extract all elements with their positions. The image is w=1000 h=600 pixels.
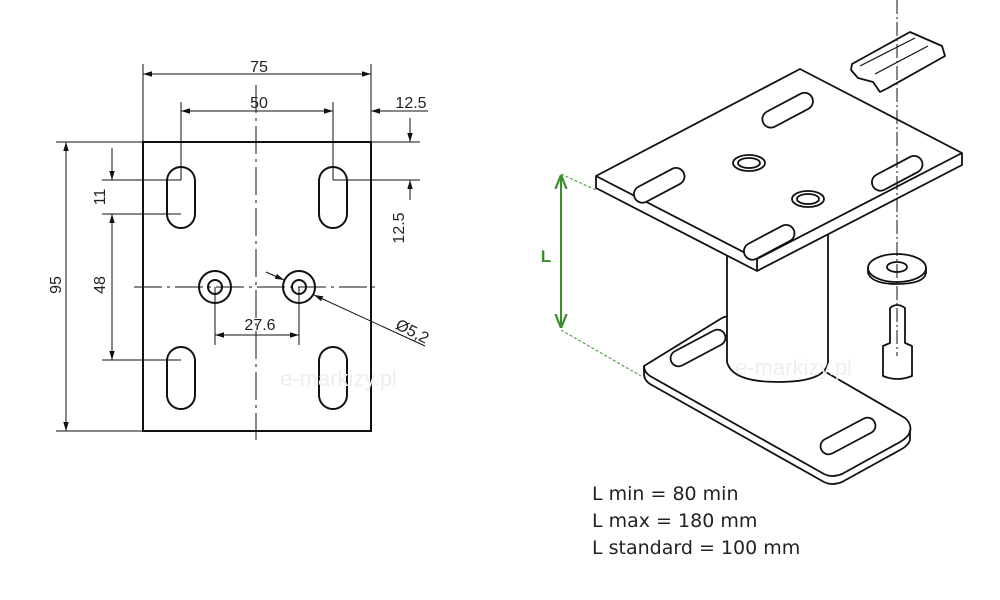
watermark: e-markizy.pl (280, 366, 397, 391)
watermark: e-markizy.pl (735, 355, 852, 380)
dim-27-6: 27.6 (244, 317, 275, 334)
spec-l-min: L min = 80 min (592, 483, 739, 505)
dim-75: 75 (250, 59, 268, 76)
spec-l-standard: L standard = 100 mm (592, 537, 801, 559)
top-plate (595, 68, 963, 272)
dim-12-5-x: 12.5 (395, 95, 426, 112)
slot (669, 328, 727, 368)
centerlines (134, 85, 378, 440)
dim-11: 11 (92, 189, 109, 206)
length-indicator: L (541, 173, 642, 377)
dim-50: 50 (250, 95, 268, 112)
dim-95: 95 (48, 276, 65, 294)
plate-top-view (56, 64, 428, 440)
length-label: L (541, 247, 551, 266)
slot (819, 416, 877, 456)
iso-bracket (595, 0, 963, 485)
slot (166, 346, 196, 410)
slot (871, 155, 924, 192)
dim-12-5-y: 12.5 (391, 212, 408, 243)
dim-48: 48 (92, 276, 109, 294)
slot (761, 91, 814, 129)
slot (743, 224, 796, 261)
dim-hole-diameter: Ø5,2 (393, 317, 432, 348)
spec-l-max: L max = 180 mm (592, 510, 758, 532)
slot (633, 167, 686, 204)
dimension-labels: 75 50 12.5 12.5 95 11 48 27.6 Ø5,2 e-mar… (48, 59, 431, 391)
slot (318, 346, 348, 410)
